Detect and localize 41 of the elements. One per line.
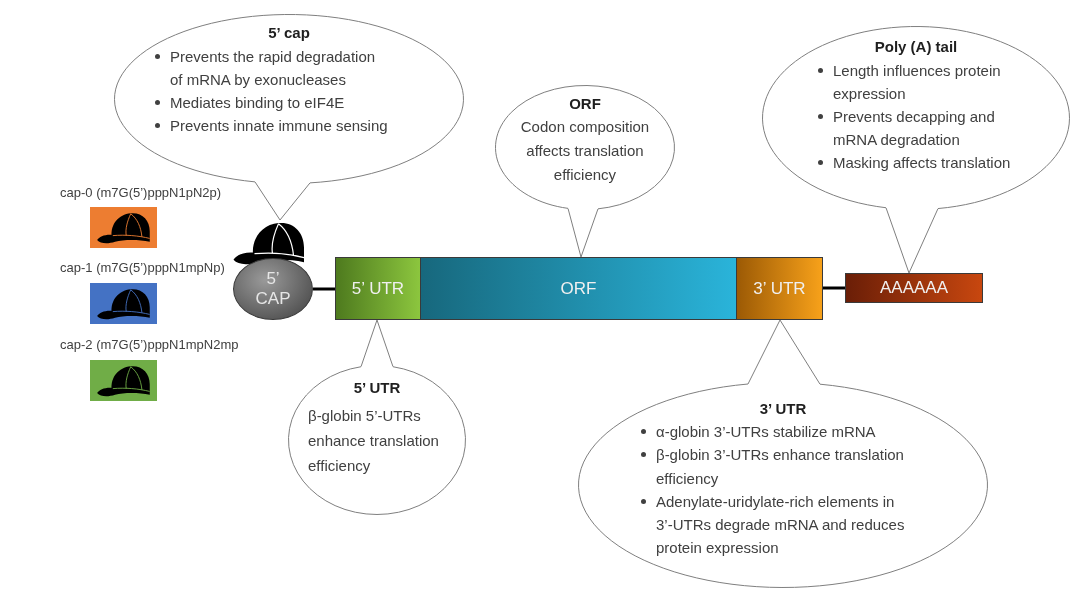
callout-pointer: [254, 181, 311, 221]
bullet-point: Masking affects translation: [815, 151, 1023, 174]
callout-pointer: [360, 319, 394, 368]
bullet-point: Prevents decapping and mRNA degradation: [815, 105, 1023, 151]
callout-title: 5’ UTR: [352, 378, 402, 398]
baseball-cap-icon: [232, 220, 307, 266]
callout-title: 5’ cap: [267, 23, 311, 43]
bullet-point: Adenylate-uridylate-rich elements in 3’-UTRs degrade mRNA and reduces protein expression: [638, 489, 911, 560]
callout-pointer: [747, 319, 821, 385]
mrna-segment: [421, 257, 737, 320]
segment-label: 5’ UTR: [351, 278, 405, 299]
segment-label: AAAAAA: [879, 278, 948, 298]
speech-bubble: [288, 365, 466, 515]
callout-text: β-globin 5’-UTRs enhance translation efficiency: [308, 406, 440, 476]
bullet-point: α-globin 3’-UTRs stabilize mRNA: [638, 420, 911, 444]
callout-text: Codon composition affects translation efficiency: [519, 117, 651, 185]
cap-structure-label: cap-1 (m7G(5’)pppN1mpNp): [60, 259, 225, 277]
callout-pointer: [567, 207, 599, 258]
mrna-segment: [737, 257, 823, 320]
speech-bubble: [114, 14, 464, 184]
callout-title: 3’ UTR: [758, 399, 808, 419]
cap-oval-label: 5’ CAP: [254, 269, 292, 309]
cap-structure-label: cap-2 (m7G(5’)pppN1mpN2mp: [60, 336, 239, 354]
bullet-point: Prevents the rapid degradation of mRNA by exonucleases: [152, 45, 389, 91]
speech-bubble: [762, 26, 1070, 210]
bullet-point: β-globin 3’-UTRs enhance translation efficiency: [638, 443, 911, 490]
segment-label: ORF: [560, 278, 597, 299]
bullet-point: Prevents innate immune sensing: [152, 114, 389, 137]
speech-bubble: [578, 382, 988, 588]
mrna-segment: [845, 273, 983, 303]
callout-title: Poly (A) tail: [873, 37, 959, 57]
connector-line: [313, 287, 335, 291]
mrna-segment: [335, 257, 421, 320]
callout-title: ORF: [568, 94, 602, 114]
connector-line: [823, 286, 845, 290]
bullet-point: Mediates binding to eIF4E: [152, 91, 389, 114]
segment-label: 3’ UTR: [753, 278, 806, 299]
cap-structure-label: cap-0 (m7G(5’)pppN1pN2p): [60, 184, 222, 202]
bullet-point: Length influences protein expression: [815, 59, 1023, 105]
callout-pointer: [885, 207, 939, 274]
speech-bubble: [495, 85, 675, 210]
